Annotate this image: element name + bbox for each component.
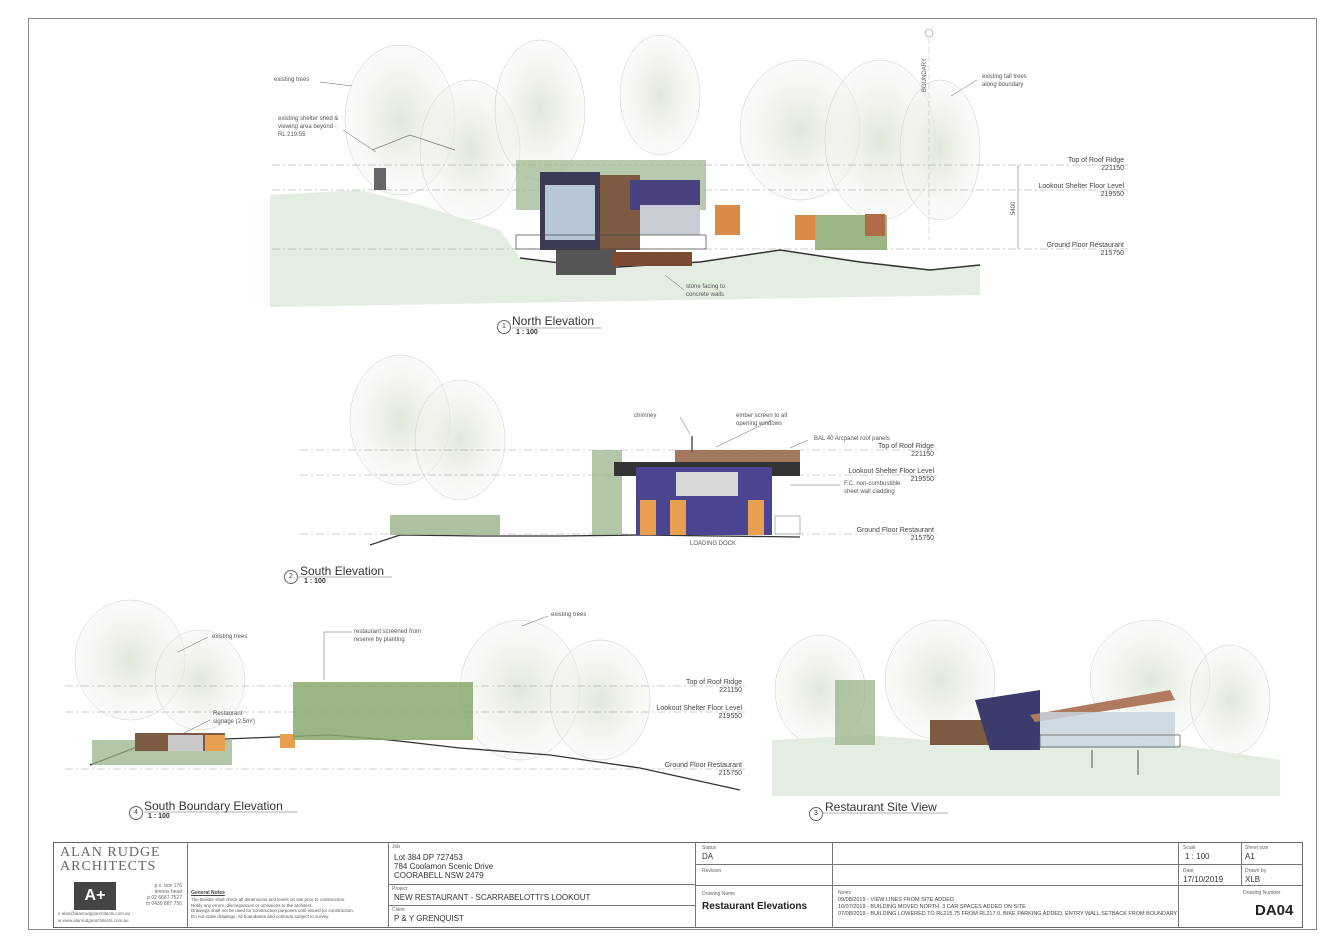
dimension-5400: 5400 — [1011, 201, 1017, 215]
drawing-name-cell: Drawing Name Restaurant Elevations — [695, 885, 832, 928]
leader-lines — [177, 79, 978, 736]
notes-label: Notes — [838, 890, 852, 896]
south-elevation-title: South Elevation — [300, 564, 385, 578]
firm-name-line2: ARCHITECTS — [60, 859, 157, 874]
drawing-number-cell: Drawing Number DA04 — [1178, 885, 1303, 928]
revision-blank-cell — [832, 864, 1178, 886]
south-boundary-elevation-title: South Boundary Elevation — [144, 799, 283, 813]
south-boundary-elevation-scale: 1 : 100 — [148, 813, 170, 820]
firm-name-line1: ALAN RUDGE — [60, 845, 161, 860]
title-block: ALAN RUDGE ARCHITECTS A+ p.o. box 176 le… — [53, 842, 1303, 928]
label-existing-trees-boundary-right: existing trees — [551, 612, 587, 618]
firm-address: p.o. box 176 lennox head p 02 6687 7527 … — [145, 883, 182, 907]
label-shelter-shed-line3: RL 219.55 — [278, 132, 306, 138]
job-label: Job — [392, 844, 401, 850]
status-value: DA — [702, 852, 714, 861]
label-tall-trees-line1: existing tall trees — [982, 74, 1027, 80]
sheet-size-label: Sheet size — [1245, 845, 1269, 851]
notes-list: 09/08/2019 - VIEW LINES FROM SITE ADDED … — [838, 897, 1178, 917]
label-shelter-shed-line2: viewing area beyond - — [278, 124, 337, 130]
project-label: Project — [392, 886, 408, 892]
label-bal-roof-panels: BAL 40 Arcpanel roof panels — [814, 436, 890, 442]
south-boundary-elevation-number: 4 — [129, 806, 143, 820]
south-elevation-scale: 1 : 100 — [304, 578, 326, 585]
job-address: Lot 384 DP 727453 784 Coolamon Scenic Dr… — [394, 853, 494, 880]
label-stone-facing-line1: stone facing to — [686, 284, 726, 290]
site-view-drawing — [772, 618, 1280, 796]
label-ember-line1: ember screen to all — [736, 413, 788, 419]
label-tall-trees-line2: along boundary — [982, 82, 1024, 88]
drawing-name-value: Restaurant Elevations — [702, 901, 808, 912]
notes-cell: Notes 09/08/2019 - VIEW LINES FROM SITE … — [832, 885, 1178, 928]
general-notes-body: The Builder shall check all dimensions a… — [191, 897, 354, 919]
project-cell: Project NEW RESTAURANT - SCARRABELOTTI'S… — [388, 884, 695, 906]
label-loading-dock: LOADING DOCK — [690, 541, 737, 547]
general-notes-title: General Notes — [191, 890, 225, 896]
north-elevation-number: 1 — [497, 320, 511, 334]
label-existing-trees-north: existing trees — [274, 77, 310, 83]
label-shelter-shed-line1: existing shelter shed & — [278, 116, 339, 122]
job-cell: Job Lot 384 DP 727453 784 Coolamon Sceni… — [388, 842, 695, 884]
drawing-sheet-border — [28, 18, 1317, 930]
scale-label: Scale — [1183, 845, 1196, 851]
drawn-by-value: XLB — [1245, 875, 1261, 884]
drawn-by-label: Drawn by — [1245, 868, 1267, 874]
drawing-name-label: Drawing Name — [702, 891, 736, 897]
label-screened-line1: restaurant screened from — [354, 629, 422, 635]
revision-cell: Revision — [695, 864, 832, 886]
label-boundary: BOUNDARY — [922, 58, 928, 92]
scale-value: 1 : 100 — [1185, 852, 1210, 861]
south-elevation-drawing — [300, 354, 940, 546]
date-label: Date — [1183, 868, 1194, 874]
status-blank-cell — [832, 842, 1178, 864]
scale-cell: Scale 1 : 100 — [1178, 842, 1241, 864]
client-label: Client — [392, 907, 405, 913]
firm-email: e alan@alanrudgearchitects.com.au — [58, 911, 131, 916]
label-ember-line2: opening windows — [736, 421, 783, 427]
firm-web: w www.alanrudgearchitects.com.au — [58, 918, 129, 923]
north-elevation-drawing — [270, 34, 1130, 307]
label-existing-trees-boundary-left: existing trees — [212, 634, 248, 640]
drawn-by-cell: Drawn by XLB — [1241, 864, 1303, 886]
sheet-size-value: A1 — [1245, 852, 1255, 861]
south-boundary-elevation-drawing — [65, 599, 745, 791]
date-cell: Date 17/10/2019 — [1178, 864, 1241, 886]
status-label: Status — [702, 845, 717, 851]
site-view-title: Restaurant Site View — [825, 800, 937, 814]
label-fc-cladding-line2: sheet wall cladding — [844, 489, 895, 495]
revision-label: Revision — [702, 868, 722, 874]
label-stone-facing-line2: concrete walls — [686, 292, 725, 298]
south-elevation-number: 2 — [284, 570, 298, 584]
boundary-marker-icon — [924, 28, 934, 38]
firm-logo-area: ALAN RUDGE ARCHITECTS A+ p.o. box 176 le… — [54, 843, 186, 927]
label-chimney: chimney — [634, 413, 657, 419]
sheet-size-cell: Sheet size A1 — [1241, 842, 1303, 864]
label-screened-line2: reserve by planting — [354, 637, 405, 643]
client-cell: Client P & Y GRENQUIST — [388, 905, 695, 928]
client-value: P & Y GRENQUIST — [394, 914, 464, 923]
label-fc-cladding-line1: F.C. non-combustible — [844, 481, 901, 487]
label-signage-line1: Restaurant — [213, 711, 243, 717]
firm-logo-icon: A+ — [74, 882, 116, 910]
project-value: NEW RESTAURANT - SCARRABELOTTI'S LOOKOUT — [394, 893, 591, 902]
north-elevation-title: North Elevation — [512, 314, 595, 328]
drawing-number-label: Drawing Number — [1243, 890, 1281, 896]
site-view-number: 3 — [809, 807, 823, 821]
status-cell: Status DA — [695, 842, 832, 864]
label-signage-line2: signage (2.5m²) — [213, 719, 256, 725]
north-elevation-scale: 1 : 100 — [516, 329, 538, 336]
general-notes-cell: General Notes The Builder shall check al… — [187, 842, 388, 927]
date-value: 17/10/2019 — [1183, 875, 1224, 884]
drawing-number-value: DA04 — [1255, 902, 1294, 919]
